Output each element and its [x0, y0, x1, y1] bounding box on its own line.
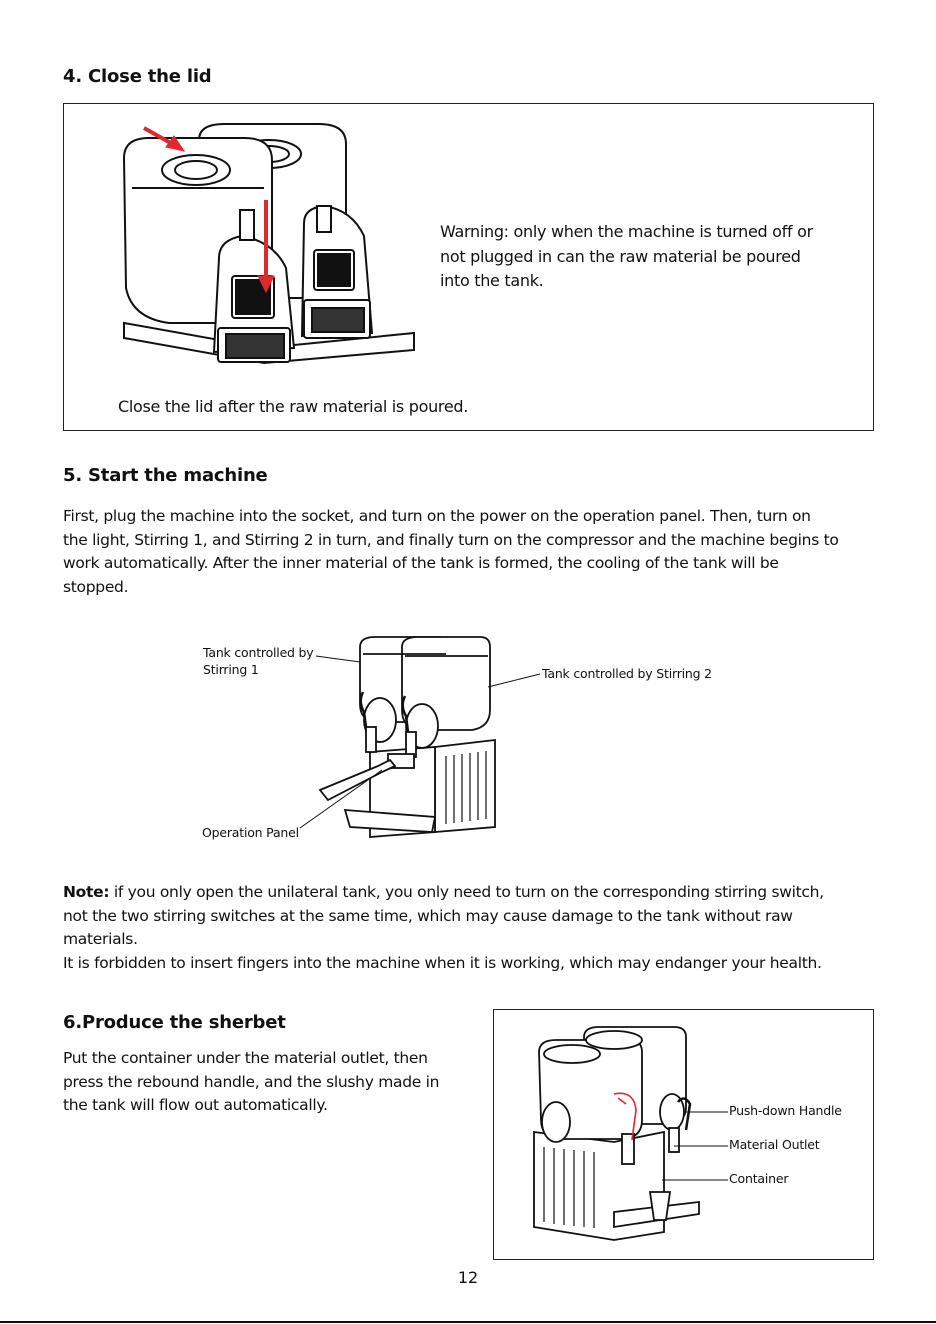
close-lid-illustration: [122, 123, 415, 365]
label-operation-panel: Operation Panel: [202, 825, 299, 840]
bottom-rule: [0, 1321, 936, 1323]
section5-line-3: work automatically. After the inner mate…: [63, 554, 779, 572]
note-lead: Note:: [63, 883, 110, 901]
section5-line-2: the light, Stirring 1, and Stirring 2 in…: [63, 530, 839, 549]
note-line-4: It is forbidden to insert fingers into t…: [63, 953, 822, 972]
label-tank1: Tank controlled by Stirring 1: [203, 644, 314, 678]
section5-heading: 5. Start the machine: [63, 465, 268, 486]
label-container: Container: [729, 1171, 789, 1186]
label-tank1-line-1: Tank controlled by: [203, 645, 314, 660]
section6-line-3: the tank will flow out automatically.: [63, 1096, 328, 1114]
label-tank2: Tank controlled by Stirring 2: [542, 666, 712, 681]
warning-line-2: not plugged in can the raw material be p…: [440, 246, 801, 266]
section6-heading: 6.Produce the sherbet: [63, 1012, 286, 1033]
section4-heading: 4. Close the lid: [63, 66, 212, 87]
section6-line-1: Put the container under the material out…: [63, 1049, 428, 1067]
warning-line-3: into the tank.: [440, 271, 544, 290]
label-push-down-handle: Push-down Handle: [729, 1103, 842, 1118]
section5-line-4: stopped.: [63, 577, 129, 596]
warning-text: Warning: only when the machine is turned…: [440, 220, 813, 294]
section6-body: Put the container under the material out…: [63, 1047, 473, 1118]
warning-line-1: Warning: only when the machine is turned…: [440, 222, 813, 241]
section5-body: First, plug the machine into the socket,…: [63, 505, 883, 599]
lid-caption: Close the lid after the raw material is …: [118, 397, 469, 416]
section6-line-2: press the rebound handle, and the slushy…: [63, 1072, 440, 1091]
start-machine-illustration: [299, 636, 541, 838]
label-tank1-line-2: Stirring 1: [203, 662, 259, 677]
sherbet-figure-box: Push-down Handle Material Outlet Contain…: [493, 1009, 874, 1260]
page-number: 12: [457, 1268, 479, 1287]
sherbet-illustration: [533, 1026, 728, 1241]
label-material-outlet: Material Outlet: [729, 1137, 820, 1152]
note-line-2: not the two stirring switches at the sam…: [63, 906, 793, 925]
note-text: Note: if you only open the unilateral ta…: [63, 881, 883, 975]
note-line-1: if you only open the unilateral tank, yo…: [109, 883, 824, 901]
note-line-3: materials.: [63, 930, 138, 948]
section5-line-1: First, plug the machine into the socket,…: [63, 507, 811, 525]
lid-figure-box: Warning: only when the machine is turned…: [63, 103, 874, 431]
